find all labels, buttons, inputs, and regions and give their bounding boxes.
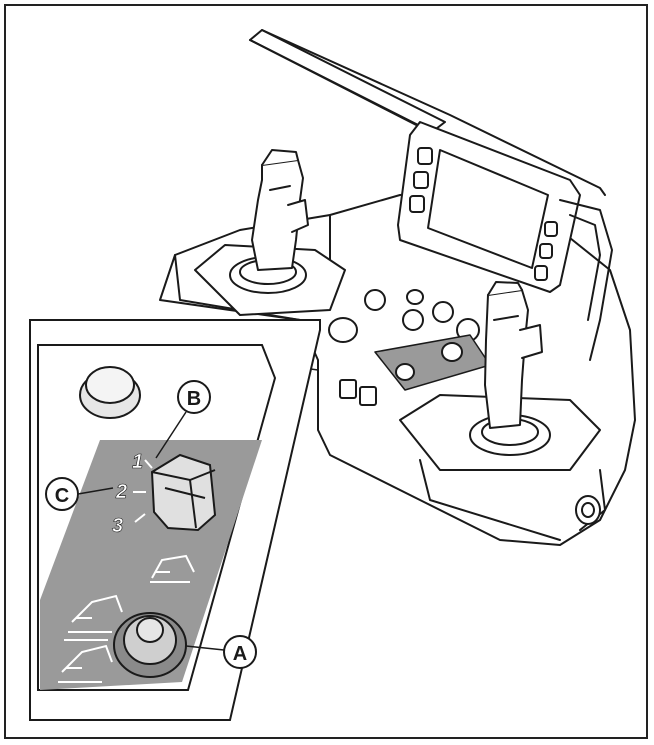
monitor-display — [397, 121, 613, 361]
callout-b-label: B — [187, 388, 201, 410]
excavator-icon — [58, 644, 113, 683]
callout-c-label: C — [55, 485, 69, 507]
inset-top-button — [79, 366, 141, 419]
callout-b: B — [155, 380, 211, 459]
position-3-label: 3 — [112, 515, 123, 537]
right-joystick — [484, 281, 543, 429]
position-2-label: 2 — [115, 481, 127, 503]
callout-c: C — [45, 477, 114, 511]
callout-a-label: A — [233, 643, 247, 665]
left-joystick — [251, 149, 309, 271]
position-1-label: 1 — [132, 451, 143, 473]
push-switch — [113, 612, 187, 678]
inset-detail: B C A 1 2 3 — [29, 319, 321, 721]
console-knobs — [328, 289, 491, 406]
excavator-icon — [68, 594, 123, 633]
rotary-switch — [150, 453, 217, 532]
callout-a: A — [185, 635, 257, 669]
excavator-icon — [150, 554, 195, 583]
